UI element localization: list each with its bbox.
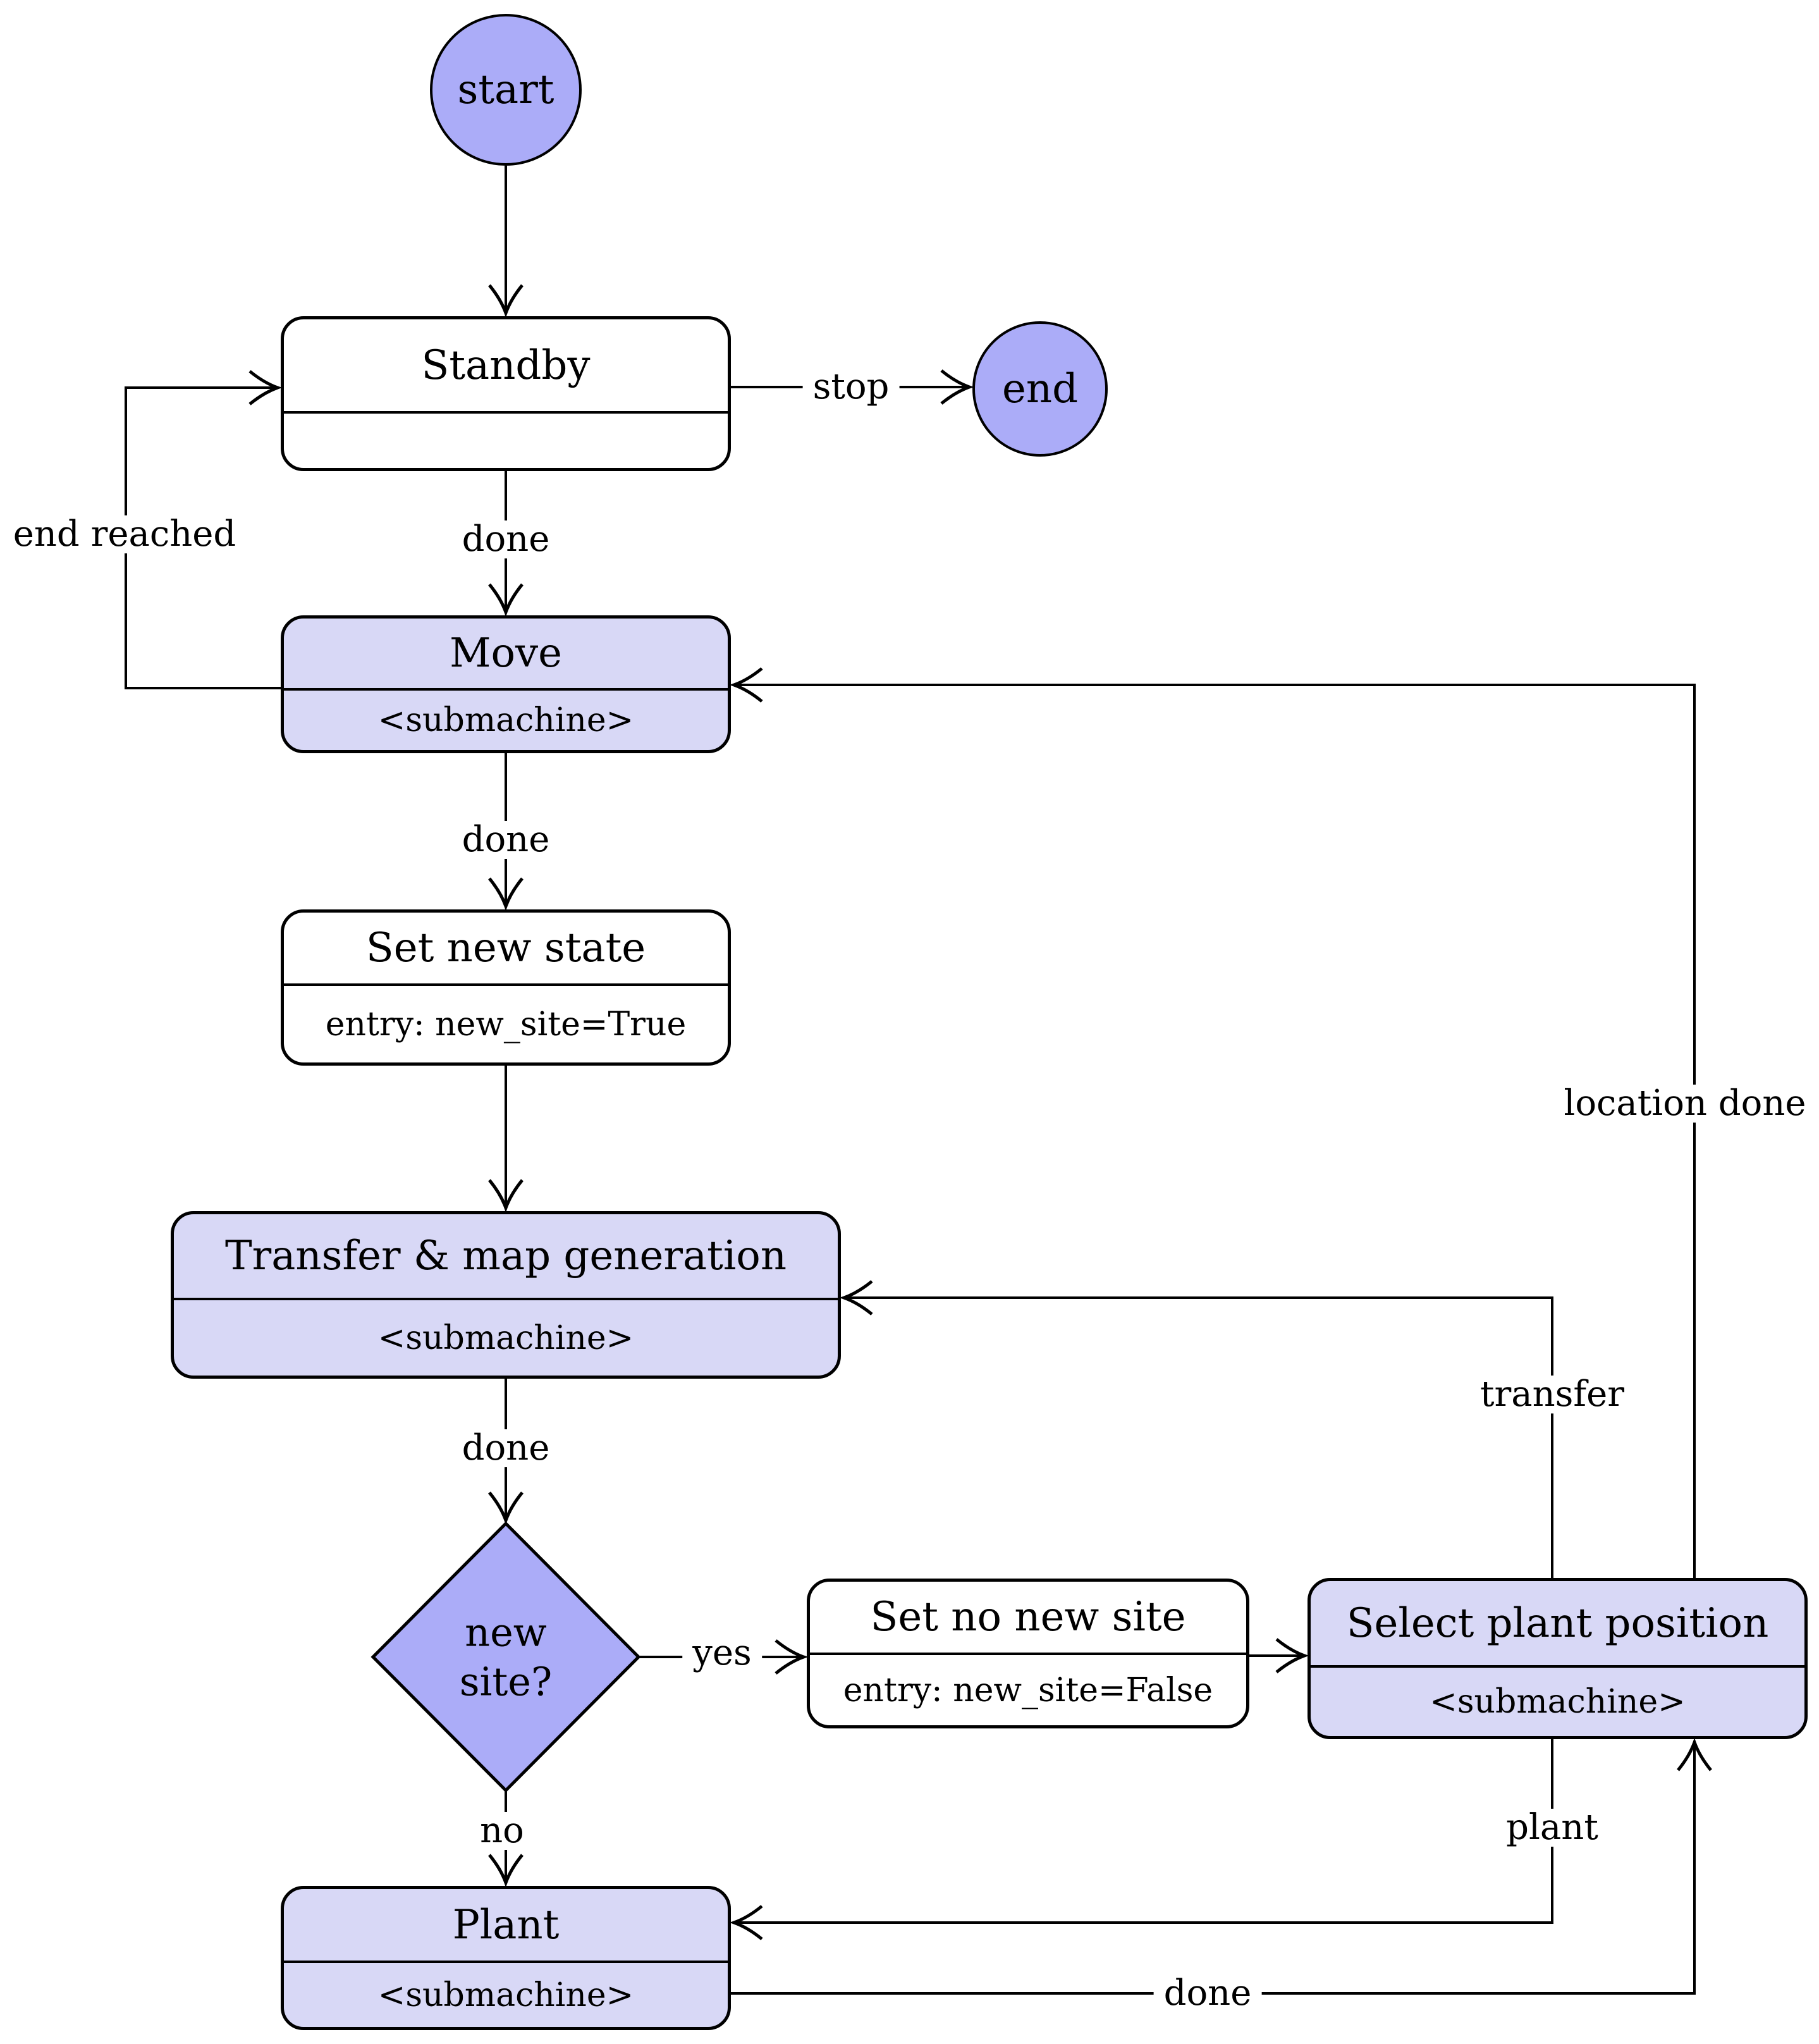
edge-label-done-transfer-decision: done [451,1429,560,1467]
edge-plant-selectplant [731,1742,1694,1995]
edge-label-done-standby-move: done [451,520,560,558]
edge-selectplant-move [734,685,1696,1578]
decision-new-site-label: new site? [460,1608,553,1706]
state-set-no-new-site-entry: entry: new_site=False [810,1653,1246,1725]
edge-label-location-done: location done [1553,1085,1816,1123]
decision-new-site-line2: site? [459,1658,553,1704]
state-plant: Plant <submachine> [281,1886,731,2030]
edge-label-end-reached: end reached [3,515,247,553]
state-select-plant-position-submachine-tag: <submachine> [1311,1665,1804,1736]
edge-label-yes: yes [682,1634,762,1672]
state-set-no-new-site-title: Set no new site [870,1594,1186,1641]
state-set-new-state-entry: entry: new_site=True [284,983,728,1062]
state-plant-title: Plant [452,1901,560,1949]
edge-selectplant-plant [734,1739,1553,1923]
edge-label-stop: stop [802,368,900,406]
edge-label-done-move-set: done [451,821,560,859]
edge-label-plant: plant [1496,1809,1608,1847]
state-plant-submachine-tag: <submachine> [284,1961,728,2027]
decision-diamond-shape [371,1521,641,1793]
state-move-title: Move [449,630,563,677]
state-transfer-map-generation-submachine-tag: <submachine> [174,1298,838,1376]
state-set-no-new-site: Set no new site entry: new_site=False [807,1579,1249,1728]
state-set-new-state-title: Set new state [365,925,646,971]
end-node: end [972,321,1108,457]
state-select-plant-position-title: Select plant position [1346,1599,1769,1647]
decision-new-site-line1: new [465,1609,547,1656]
end-node-label: end [1001,366,1079,412]
state-standby-body [284,411,728,468]
start-node: start [430,14,582,166]
edge-label-done-plant-select: done [1153,1974,1262,2012]
state-move-submachine-tag: <submachine> [284,688,728,750]
state-select-plant-position: Select plant position <submachine> [1308,1578,1808,1739]
state-transfer-map-generation: Transfer & map generation <submachine> [171,1211,841,1379]
state-standby-title: Standby [421,342,591,389]
edge-selectplant-transfer [844,1298,1553,1578]
edge-label-no: no [470,1812,534,1850]
edge-label-transfer: transfer [1469,1376,1635,1413]
state-transfer-map-generation-title: Transfer & map generation [224,1233,787,1279]
state-move: Move <submachine> [281,615,731,753]
state-standby: Standby [281,316,731,471]
start-node-label: start [457,66,554,113]
state-set-new-state: Set new state entry: new_site=True [281,909,731,1066]
